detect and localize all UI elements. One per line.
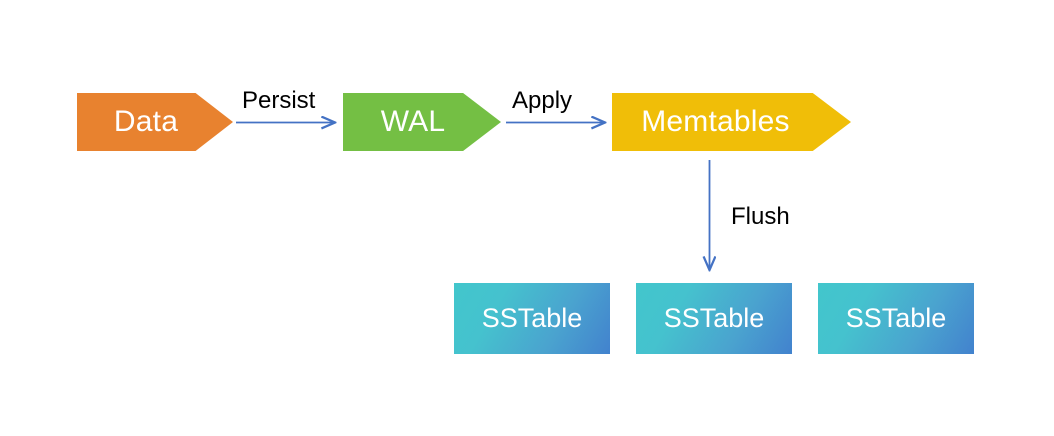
connector-label-persist: Persist xyxy=(242,87,316,114)
node-data[interactable]: Data xyxy=(77,93,233,151)
node-sstable-3-label: SSTable xyxy=(845,303,947,333)
connector-label-flush: Flush xyxy=(731,203,790,230)
node-sstable-1-label: SSTable xyxy=(481,303,583,333)
node-wal-label: WAL xyxy=(380,105,446,138)
node-sstable-2-label: SSTable xyxy=(663,303,765,333)
node-memtables[interactable]: Memtables xyxy=(612,93,851,151)
connector-label-apply: Apply xyxy=(512,87,573,114)
node-sstable-3[interactable]: SSTable xyxy=(818,283,974,354)
node-sstable-1[interactable]: SSTable xyxy=(454,283,610,354)
node-data-label: Data xyxy=(113,105,179,138)
node-sstable-2[interactable]: SSTable xyxy=(636,283,792,354)
node-memtables-label: Memtables xyxy=(641,105,790,138)
node-wal[interactable]: WAL xyxy=(343,93,501,151)
